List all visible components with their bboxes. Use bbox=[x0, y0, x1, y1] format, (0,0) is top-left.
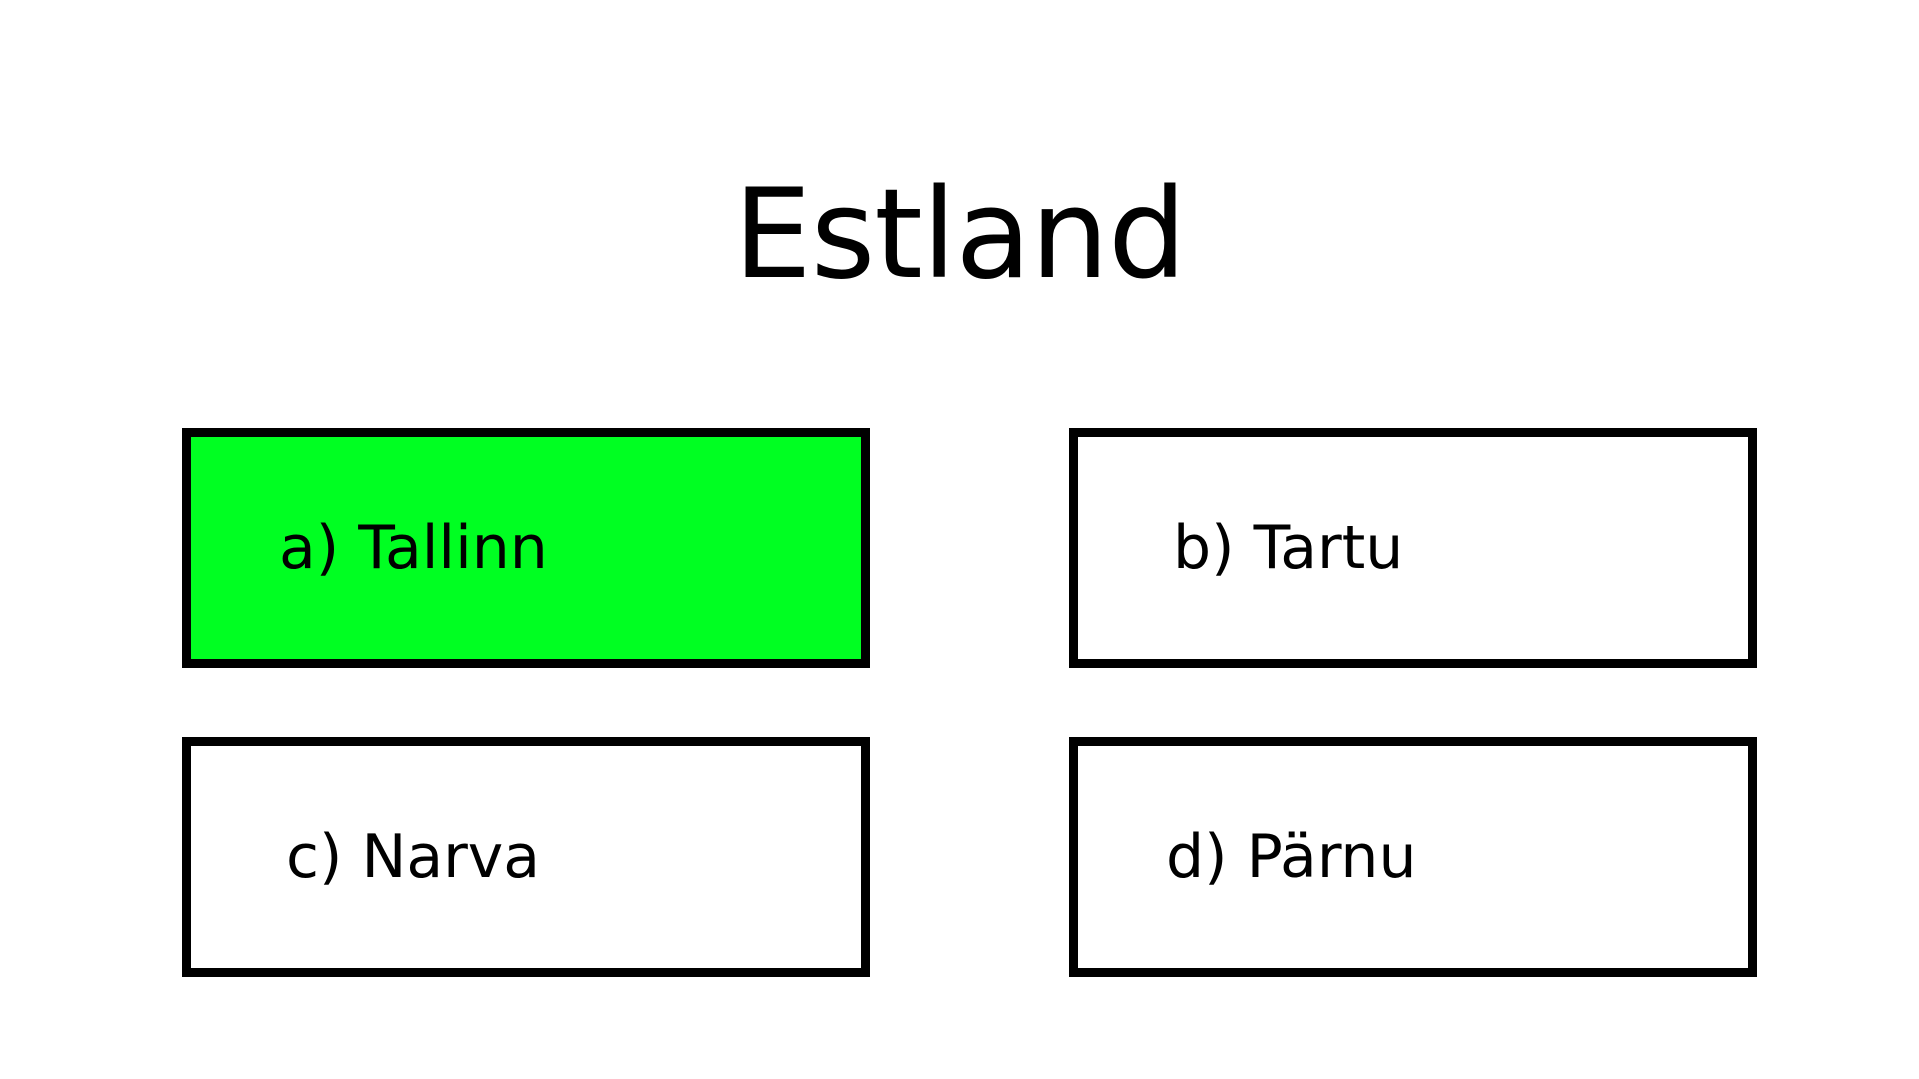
answer-option-c-label: c) Narva bbox=[286, 822, 541, 892]
answer-option-d[interactable]: d) Pärnu bbox=[1069, 737, 1757, 977]
answer-option-b[interactable]: b) Tartu bbox=[1069, 428, 1757, 668]
question-title: Estland bbox=[733, 163, 1186, 307]
answer-option-c[interactable]: c) Narva bbox=[182, 737, 870, 977]
answer-option-a[interactable]: a) Tallinn bbox=[182, 428, 870, 668]
answer-option-d-label: d) Pärnu bbox=[1166, 822, 1417, 892]
answer-option-b-label: b) Tartu bbox=[1173, 513, 1404, 583]
answer-option-a-label: a) Tallinn bbox=[279, 513, 548, 583]
